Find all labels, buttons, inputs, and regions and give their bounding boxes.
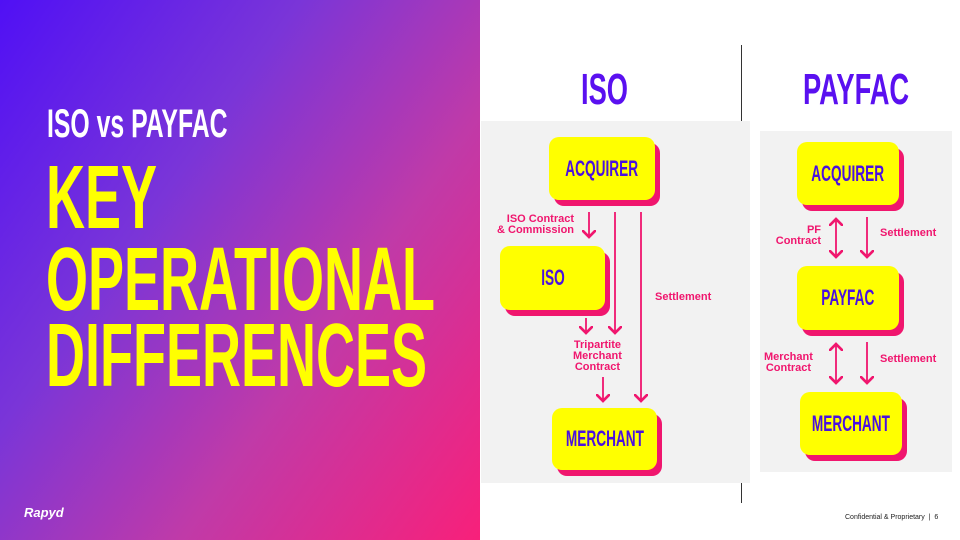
hero-panel: ISO vs PAYFAC KEY OPERATIONAL DIFFERENCE… <box>0 0 480 540</box>
iso-acquirer-box: ACQUIRER <box>549 137 655 200</box>
payfac-heading: PAYFAC <box>803 65 910 114</box>
iso-iso-box: ISO <box>500 246 605 310</box>
payfac-settlement-label-1: Settlement <box>880 227 937 239</box>
headline-line-1: KEY <box>46 148 158 248</box>
subtitle: ISO vs PAYFAC <box>47 102 228 146</box>
footer-text: Confidential & Proprietary | 6 <box>845 514 939 521</box>
payfac-acquirer-box: ACQUIRER <box>797 142 899 205</box>
iso-heading: ISO <box>581 65 628 114</box>
payfac-merchant-box: MERCHANT <box>800 392 902 455</box>
rapyd-logo: Rapyd <box>24 505 64 520</box>
headline-line-3: DIFFERENCES <box>46 306 428 406</box>
payfac-settlement-label-2: Settlement <box>880 353 937 365</box>
iso-contract-label: ISO Contract& Commission <box>497 213 575 236</box>
headline-line-2: OPERATIONAL <box>46 230 435 330</box>
payfac-payfac-box: PAYFAC <box>797 266 899 330</box>
iso-merchant-box: MERCHANT <box>552 408 657 470</box>
iso-settlement-label: Settlement <box>655 291 712 303</box>
